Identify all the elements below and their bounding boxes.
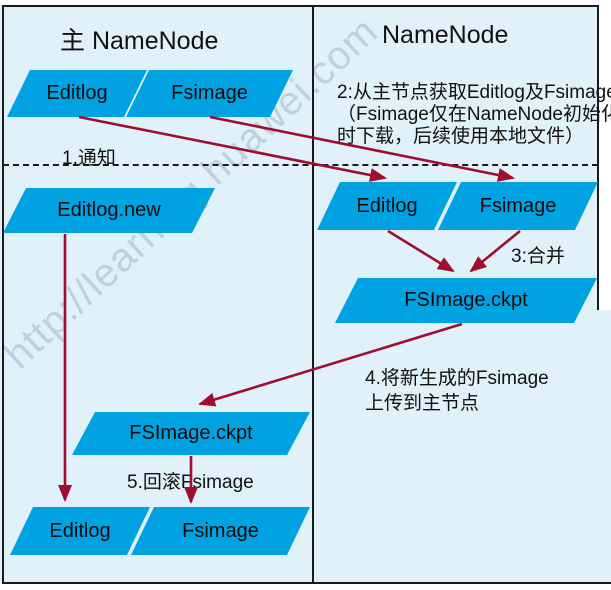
node-label: Fsimage [479, 194, 557, 217]
border-bottom [2, 582, 611, 584]
step4-label: 4.将新生成的Fsimage 上传到主节点 [365, 366, 549, 416]
node-left-editlog-bottom: Editlog [10, 507, 150, 555]
right-column-title: NameNode [382, 21, 509, 49]
outside-top-strip [0, 0, 611, 5]
column-divider [312, 5, 314, 584]
step3-label: 3:合并 [511, 246, 565, 267]
step2-line1: 2:从主节点获取Editlog及Fsimage [337, 82, 611, 103]
step1-label: 1.通知 [62, 148, 116, 169]
outside-right-strip [599, 0, 611, 310]
node-label: Fsimage [171, 82, 248, 104]
border-right [597, 5, 599, 310]
border-top [2, 5, 599, 7]
node-label: FSImage.ckpt [129, 422, 253, 444]
node-left-fsimage-ckpt: FSImage.ckpt [72, 412, 310, 455]
arrow-merge-editlog [387, 229, 455, 273]
step2-line3: 时下载，后续使用本地文件） [337, 126, 585, 147]
node-editlog-new: Editlog.new [3, 188, 215, 233]
border-left [2, 5, 4, 584]
node-right-fsimage-ckpt: FSImage.ckpt [335, 278, 597, 323]
step2-line2: （Fsimage仅在NameNode初始化 [337, 104, 611, 125]
node-label: Fsimage [182, 519, 259, 542]
node-left-fsimage-bottom: Fsimage [131, 507, 310, 555]
node-label: Editlog [46, 82, 108, 104]
step5-label: 5.回滚Fsimage [127, 472, 254, 493]
node-right-editlog: Editlog [317, 182, 457, 230]
node-left-fsimage-top: Fsimage [126, 70, 293, 117]
left-column-title: 主 NameNode [60, 27, 219, 55]
node-label: FSImage.ckpt [404, 289, 528, 311]
step4-line1: 4.将新生成的Fsimage [365, 368, 549, 389]
node-label: Editlog.new [57, 199, 161, 221]
step2-label: 2:从主节点获取Editlog及Fsimage （Fsimage仅在NameNo… [337, 82, 611, 148]
node-left-editlog-top: Editlog [7, 70, 147, 117]
step4-line2: 上传到主节点 [365, 393, 480, 414]
node-label: Editlog [49, 519, 111, 542]
node-label: Editlog [356, 194, 418, 217]
outside-bottom-strip [0, 584, 611, 590]
node-right-fsimage: Fsimage [438, 182, 598, 230]
